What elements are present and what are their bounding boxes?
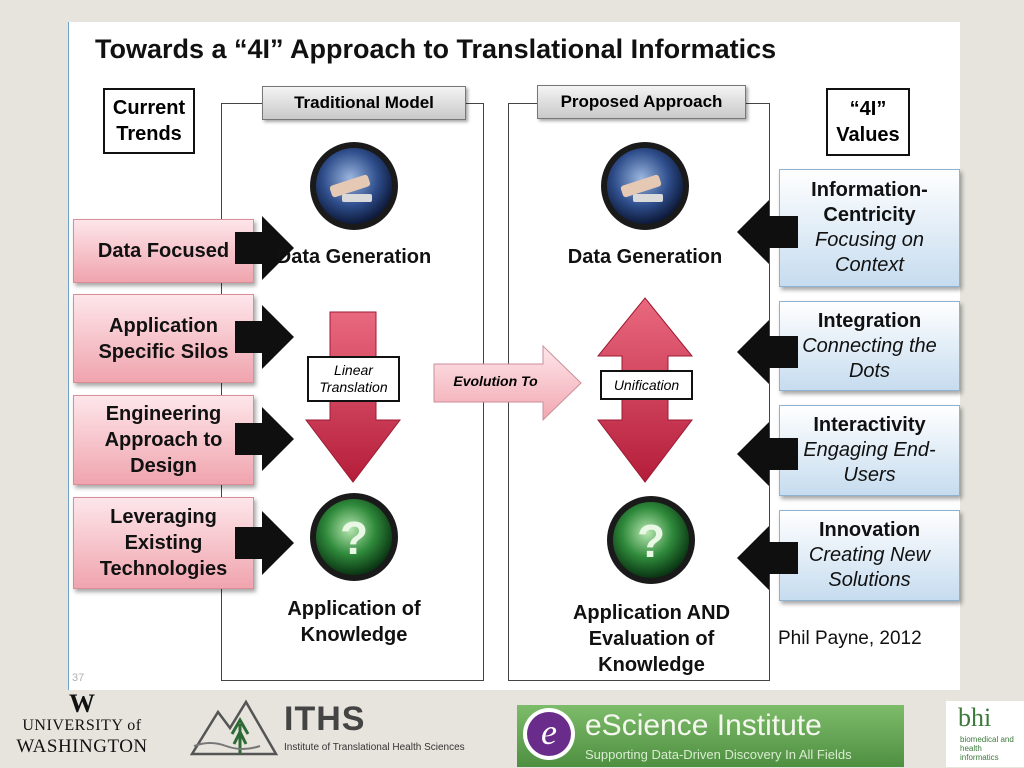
value-subtitle: Connecting the Dots [802,334,937,382]
trend-leveraging-tech: Leveraging Existing Technologies [73,497,254,589]
credit-text: Phil Payne, 2012 [778,628,922,649]
trend-label: Application Specific Silos [98,314,229,363]
linear-translation-text: Linear Translation [319,362,388,395]
value-title: Information-Centricity [811,179,928,226]
unification-box: Unification [600,370,693,400]
uw-line2: WASHINGTON [16,736,148,757]
svg-text:?: ? [340,512,368,564]
arrow-right-icon [235,407,294,471]
svg-text:?: ? [637,515,665,567]
trend-label: Leveraging Existing Technologies [99,506,228,580]
iths-subtitle: Institute of Translational Health Scienc… [284,742,465,753]
trend-engineering-design: Engineering Approach to Design [73,395,254,485]
values-header: “4I” Values [826,88,910,156]
iths-mountain-icon [189,699,279,756]
value-title: Integration [817,309,922,332]
arrow-right-icon [235,305,294,369]
current-trends-header: Current Trends [103,88,195,154]
diagram-graphics: ? ? [235,142,798,590]
value-subtitle: Creating New Solutions [808,544,931,591]
uw-w-mark: W [69,689,95,718]
knowledge-icon: ? [310,493,398,581]
escience-subtitle: Supporting Data-Driven Discovery In All … [585,747,852,762]
trend-label: Engineering Approach to Design [104,403,223,477]
bhi-logo: bhi biomedical and health informatics [946,701,1024,767]
value-integration: Integration Connecting the Dots [779,301,960,391]
slide-title: Towards a “4I” Approach to Translational… [95,34,777,64]
values-text: “4I” Values [836,98,900,146]
arrow-left-icon [737,320,798,384]
evolution-to-label: Evolution To [453,373,538,389]
value-arrows [737,200,798,590]
traditional-application-knowledge: Application of Knowledge [287,598,421,646]
trend-application-silos: Application Specific Silos [73,294,254,383]
knowledge-icon: ? [607,496,695,584]
slide-left-rule [68,22,69,690]
value-innovation: Innovation Creating New Solutions [779,510,960,601]
data-generation-icon [310,142,398,230]
traditional-model-text: Traditional Model [294,93,434,112]
traditional-model-tab: Traditional Model [262,86,466,120]
value-interactivity: Interactivity Engaging End-Users [779,405,960,496]
escience-logo: e eScience Institute Supporting Data-Dri… [517,705,904,767]
arrow-left-icon [737,422,798,486]
arrow-left-icon [737,526,798,590]
uw-line1: UNIVERSITY of [22,717,142,734]
trend-label: Data Focused [97,240,230,262]
proposed-approach-text: Proposed Approach [560,92,723,111]
escience-title: eScience Institute [585,709,822,742]
uw-logo: W UNIVERSITY of WASHINGTON [12,689,152,764]
value-title: Innovation [818,519,921,541]
traditional-data-generation: Data Generation [276,246,432,268]
value-subtitle: Focusing on Context [815,229,924,276]
trend-arrows [235,216,294,575]
value-information-centricity: Information-Centricity Focusing on Conte… [779,169,960,287]
bhi-name: bhi [958,703,992,732]
value-subtitle: Engaging End-Users [803,439,936,486]
evolution-arrow [433,344,582,422]
proposed-data-generation: Data Generation [567,246,723,268]
escience-e-icon: e [523,708,575,760]
arrow-right-icon [235,511,294,575]
proposed-approach-tab: Proposed Approach [537,85,746,119]
linear-translation-box: Linear Translation [307,356,400,402]
bhi-subtitle: biomedical and health informatics [960,735,1014,762]
iths-name: ITHS [284,700,366,738]
page-number: 37 [72,672,85,684]
arrow-left-icon [737,200,798,264]
trend-data-focused: Data Focused [73,219,254,283]
data-generation-icon [601,142,689,230]
arrow-right-icon [235,216,294,280]
unification-text: Unification [613,376,680,393]
proposed-application-evaluation: Application AND Evaluation of Knowledge [572,602,731,676]
value-title: Interactivity [813,414,926,436]
iths-logo: ITHS Institute of Translational Health S… [188,694,465,762]
current-trends-text: Current Trends [112,97,186,145]
